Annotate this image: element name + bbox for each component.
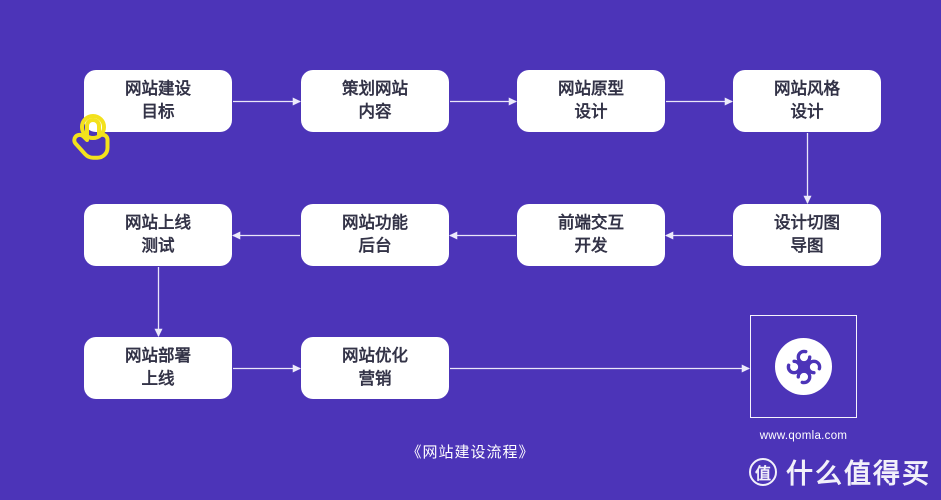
node-label-line1: 策划网站 [342,79,408,98]
flow-node-frontend-development: 前端交互 开发 [517,204,665,266]
node-label-line1: 前端交互 [558,213,624,232]
tap-hand-icon [67,112,115,172]
flow-node-website-goal: 网站建设 目标 [84,70,232,132]
flow-node-optimize-marketing: 网站优化 营销 [301,337,449,399]
node-label-line1: 网站优化 [342,346,408,365]
flow-node-launch-testing: 网站上线 测试 [84,204,232,266]
qomla-logo-icon [775,338,832,395]
node-label-line1: 网站建设 [125,79,191,98]
flow-node-deploy-launch: 网站部署 上线 [84,337,232,399]
node-label-line1: 网站部署 [125,346,191,365]
qomla-website-url: www.qomla.com [759,430,848,442]
smzdm-badge-icon: 值 [749,457,777,486]
flow-node-design-slicing: 设计切图 导图 [733,204,881,266]
node-label-line2: 测试 [141,237,175,255]
node-label-line2: 后台 [358,237,392,255]
smzdm-watermark: 值 什么值得买 [749,452,931,491]
node-label-line1: 网站功能 [342,213,408,232]
node-label-line2: 设计 [574,103,608,121]
node-label-line2: 目标 [141,103,175,121]
node-label-line2: 设计 [790,103,824,121]
node-label-line2: 开发 [574,237,608,255]
node-label-line1: 网站原型 [558,79,624,98]
node-label-line2: 内容 [358,103,392,121]
node-label-line2: 上线 [141,370,175,388]
qomla-logo-box [750,315,857,418]
node-label-line2: 导图 [790,237,824,255]
node-label-line1: 设计切图 [774,213,840,232]
node-label-line1: 网站风格 [774,79,840,98]
diagram-caption: 《网站建设流程》 [406,444,535,461]
node-label-line1: 网站上线 [125,213,191,232]
flow-node-style-design: 网站风格 设计 [733,70,881,132]
flow-node-backend-functions: 网站功能 后台 [301,204,449,266]
node-label-line2: 营销 [358,370,392,388]
flow-node-plan-content: 策划网站 内容 [301,70,449,132]
flow-node-prototype-design: 网站原型 设计 [517,70,665,132]
smzdm-watermark-text: 什么值得买 [786,459,931,489]
